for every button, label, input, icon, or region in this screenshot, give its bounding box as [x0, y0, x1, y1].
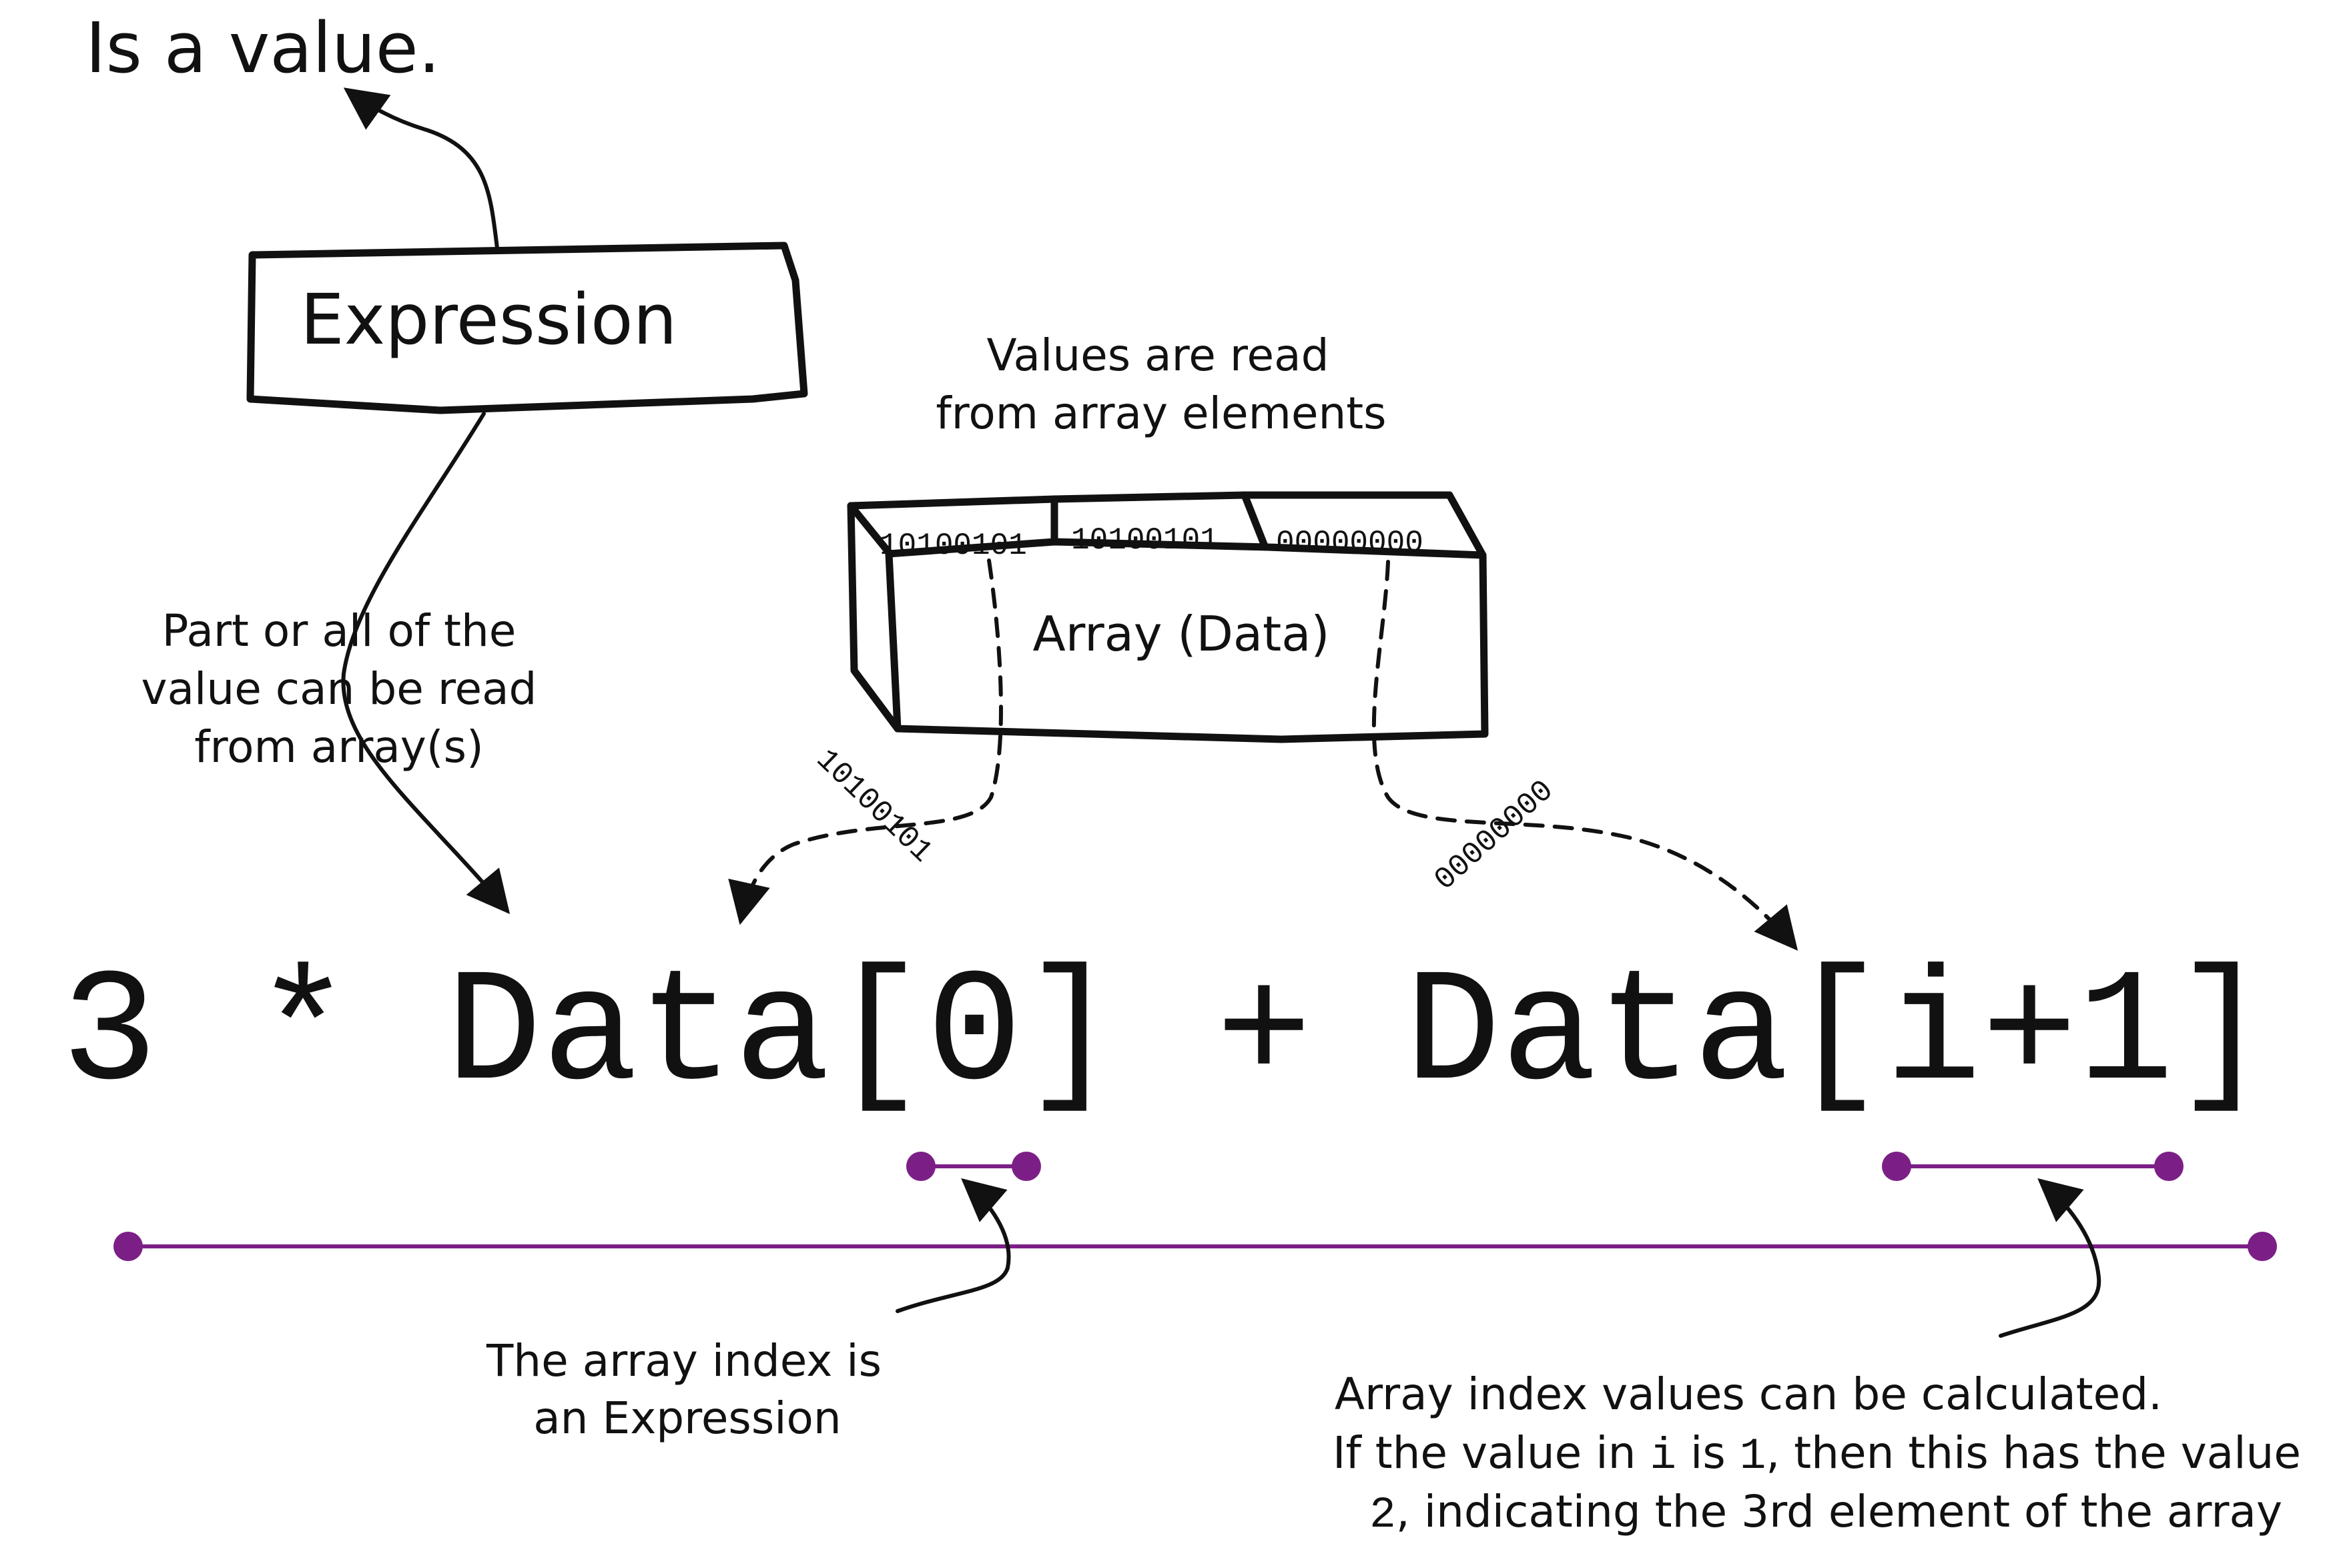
calc-note-line-2-b: is [1676, 1427, 1740, 1479]
array-label: Array (Data) [1033, 606, 1330, 662]
calc-note-val-1: 1 [1740, 1431, 1766, 1481]
array-cell-2: 10100101 [1071, 523, 1219, 558]
flow-bits-left: 10100101 [809, 743, 939, 870]
formula-token-data0: Data[0] [446, 945, 1118, 1126]
calc-note: Array index values can be calculated. If… [1333, 1368, 2301, 1540]
index-note-line-2: an Expression [533, 1393, 842, 1444]
formula-token-data-i1: Data[i+1] [1405, 945, 2270, 1126]
calc-note-line-1: Array index values can be calculated. [1335, 1368, 2162, 1420]
array-cell-3: 00000000 [1276, 526, 1423, 560]
top-value-label: Is a value. [85, 7, 440, 89]
index-note: The array index is an Expression [486, 1335, 882, 1444]
flow-bits-right: 00000000 [1428, 773, 1561, 897]
arrow-note-to-index-i1 [1999, 1178, 2101, 1338]
index-note-line-1: The array index is [486, 1335, 882, 1387]
calc-note-var-i: i [1650, 1431, 1676, 1481]
arrow-expression-to-formula [341, 412, 511, 914]
arrow-array-to-data0 [728, 558, 1003, 925]
span-index-i1 [1882, 1152, 2184, 1181]
formula-token-3: 3 [61, 945, 157, 1126]
calc-note-line-2-a: If the value in [1333, 1427, 1650, 1479]
formula: 3 * Data[0] + Data[i+1] [61, 945, 2270, 1126]
calc-note-line-3: 2, indicating the 3rd element of the arr… [1369, 1486, 2282, 1540]
array-cell-1: 10100101 [880, 528, 1027, 563]
calc-note-line-2-c: , then this has the value [1766, 1427, 2301, 1479]
formula-token-times: * [255, 945, 351, 1126]
values-read-line-2: from array elements [936, 388, 1386, 439]
span-index-0 [906, 1152, 1041, 1181]
calc-note-line-2: If the value in i is 1, then this has th… [1333, 1427, 2301, 1481]
part-note: Part or all of the value can be read fro… [141, 605, 537, 773]
calc-note-line-3-rest: , indicating the 3rd element of the arra… [1396, 1486, 2282, 1537]
span-whole-expression [113, 1232, 2277, 1261]
array-box: 10100101 10100101 00000000 Array (Data) [847, 491, 1489, 743]
part-note-line-3: from array(s) [194, 721, 484, 773]
values-read-line-1: Values are read [987, 330, 1329, 381]
formula-token-plus: + [1216, 945, 1312, 1126]
arrow-note-to-index-0 [896, 1178, 1011, 1313]
arrow-expression-to-value [343, 87, 499, 250]
expression-box-label: Expression [300, 279, 677, 360]
part-note-line-2: value can be read [141, 663, 537, 715]
calc-note-val-2: 2 [1369, 1490, 1396, 1540]
values-read-note: Values are read from array elements [936, 330, 1386, 439]
arrow-array-to-data-i1 [1371, 560, 1798, 951]
expression-box: Expression [246, 242, 808, 414]
part-note-line-1: Part or all of the [162, 605, 517, 657]
